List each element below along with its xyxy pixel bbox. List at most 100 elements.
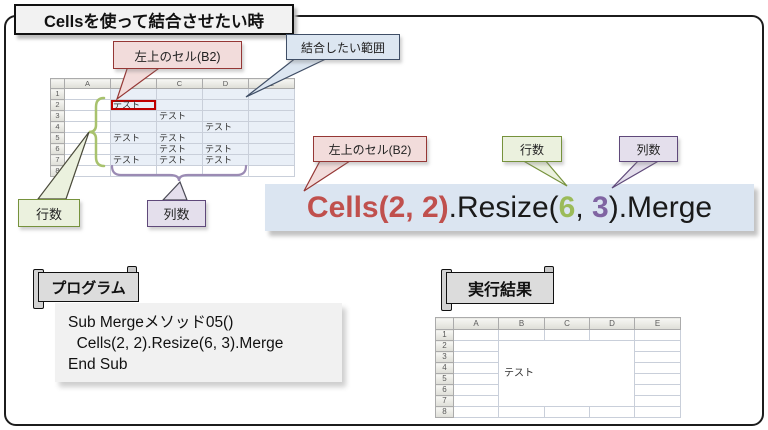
cell-E4 xyxy=(248,121,295,133)
cell-C3: テスト xyxy=(156,110,203,122)
cell-A2 xyxy=(64,99,111,111)
row-header-6: 6 xyxy=(50,143,65,155)
cell-B6 xyxy=(110,143,157,155)
cell-A8 xyxy=(64,165,111,177)
cell-E3 xyxy=(248,110,295,122)
cell-C1 xyxy=(544,329,590,341)
program-banner: プログラム xyxy=(38,272,139,302)
column-header-A: A xyxy=(453,317,499,330)
callout-code-col-count: 列数 xyxy=(619,136,678,162)
row-header-5: 5 xyxy=(50,132,65,144)
row-header-4: 4 xyxy=(50,121,65,133)
cell-B7: テスト xyxy=(110,154,157,166)
callout-code-row-count: 行数 xyxy=(502,136,562,162)
row-header-2: 2 xyxy=(50,99,65,111)
sheet-corner-cell xyxy=(435,317,454,330)
merged-cell-B2: テスト xyxy=(498,340,635,407)
cell-D7: テスト xyxy=(202,154,249,166)
row-header-7: 7 xyxy=(50,154,65,166)
cell-A1 xyxy=(453,329,499,341)
cell-A7 xyxy=(64,154,111,166)
cell-C7: テスト xyxy=(156,154,203,166)
cell-D8 xyxy=(202,165,249,177)
row-header-3: 3 xyxy=(50,110,65,122)
cell-C4 xyxy=(156,121,203,133)
cell-E7 xyxy=(634,395,681,407)
cell-A6 xyxy=(64,143,111,155)
cell-A4 xyxy=(453,362,499,374)
row-header-1: 1 xyxy=(50,88,65,100)
cell-A2 xyxy=(453,340,499,352)
cell-E1 xyxy=(634,329,681,341)
cell-D3 xyxy=(202,110,249,122)
cell-D2 xyxy=(202,99,249,111)
column-header-B: B xyxy=(498,317,545,330)
cell-A7 xyxy=(453,395,499,407)
row-header-2: 2 xyxy=(435,340,454,352)
cell-B8 xyxy=(110,165,157,177)
column-header-D: D xyxy=(202,78,249,89)
page-title: Cellsを使って結合させたい時 xyxy=(14,4,294,35)
cell-E3 xyxy=(634,351,681,363)
cell-A1 xyxy=(64,88,111,100)
column-header-E: E xyxy=(634,317,681,330)
column-header-C: C xyxy=(156,78,203,89)
cell-D8 xyxy=(589,406,635,418)
code-highlight-box: Cells(2, 2).Resize(6, 3).Merge xyxy=(265,184,754,231)
cell-C8 xyxy=(544,406,590,418)
cell-C1 xyxy=(156,88,203,100)
row-header-8: 8 xyxy=(435,406,454,418)
cell-C6: テスト xyxy=(156,143,203,155)
program-code-box: Sub Mergeメソッド05() Cells(2, 2).Resize(6, … xyxy=(55,303,342,382)
callout-code-top-left-cell: 左上のセル(B2) xyxy=(313,136,427,162)
callout-row-count: 行数 xyxy=(18,199,80,227)
code-merge-part: ).Merge xyxy=(608,190,713,224)
program-line-1: Sub Mergeメソッド05() xyxy=(68,314,234,331)
cell-B8 xyxy=(498,406,545,418)
cell-E6 xyxy=(634,384,681,396)
cell-D4: テスト xyxy=(202,121,249,133)
program-line-2: Cells(2, 2).Resize(6, 3).Merge xyxy=(68,334,284,352)
code-rows-arg: 6 xyxy=(558,190,576,224)
program-line-3: End Sub xyxy=(68,355,128,373)
row-header-3: 3 xyxy=(435,351,454,363)
cell-E7 xyxy=(248,154,295,166)
cell-D1 xyxy=(589,329,635,341)
outer-frame xyxy=(4,15,764,426)
callout-top-left-cell: 左上のセル(B2) xyxy=(113,41,242,69)
cell-E2 xyxy=(248,99,295,111)
cell-B1 xyxy=(498,329,545,341)
cell-E2 xyxy=(634,340,681,352)
cell-B3 xyxy=(110,110,157,122)
column-header-A: A xyxy=(64,78,111,89)
cell-A3 xyxy=(64,110,111,122)
code-line: Cells(2, 2).Resize(6, 3).Merge xyxy=(307,191,712,225)
row-header-6: 6 xyxy=(435,384,454,396)
cell-D1 xyxy=(202,88,249,100)
cell-C5: テスト xyxy=(156,132,203,144)
cell-B4 xyxy=(110,121,157,133)
cell-A8 xyxy=(453,406,499,418)
cell-C2 xyxy=(156,99,203,111)
callout-merge-range: 結合したい範囲 xyxy=(286,34,400,60)
cell-E8 xyxy=(634,406,681,418)
row-header-7: 7 xyxy=(435,395,454,407)
cell-D5 xyxy=(202,132,249,144)
row-header-1: 1 xyxy=(435,329,454,341)
callout-col-count: 列数 xyxy=(147,200,206,227)
cell-A5 xyxy=(64,132,111,144)
cell-A5 xyxy=(453,373,499,385)
column-header-D: D xyxy=(589,317,635,330)
cell-C8 xyxy=(156,165,203,177)
cell-A3 xyxy=(453,351,499,363)
cell-B5: テスト xyxy=(110,132,157,144)
cell-D6: テスト xyxy=(202,143,249,155)
code-resize-open: .Resize( xyxy=(448,190,559,224)
cell-E5 xyxy=(248,132,295,144)
column-header-C: C xyxy=(544,317,590,330)
code-cols-arg: 3 xyxy=(592,190,609,224)
row-header-8: 8 xyxy=(50,165,65,177)
